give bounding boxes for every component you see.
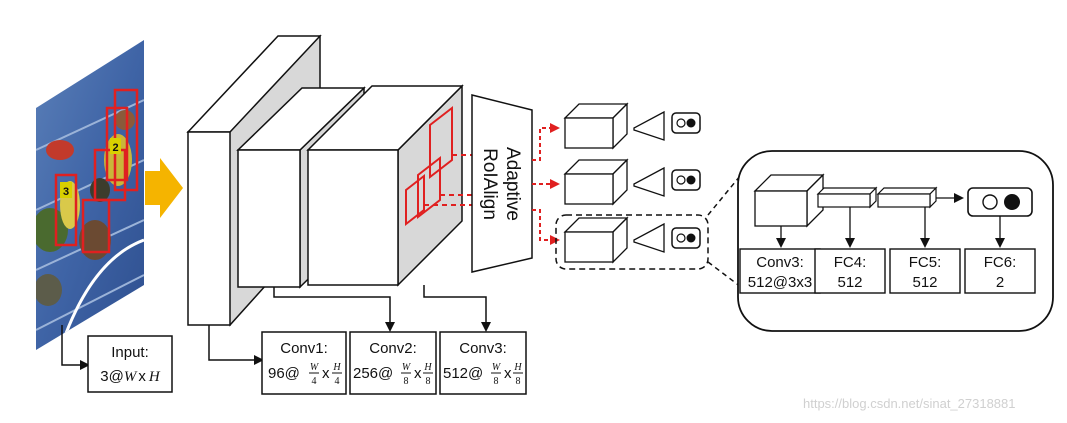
frac-den: 8 xyxy=(494,376,499,387)
roialign-block: Adaptive RoIAlign xyxy=(471,94,533,273)
forward-arrow xyxy=(145,158,183,218)
times: x xyxy=(504,365,512,382)
frac-num: W xyxy=(492,362,502,373)
detail-fc6-title: FC6: xyxy=(984,254,1017,271)
frac-num: H xyxy=(513,362,522,373)
bib-number: 3 xyxy=(63,186,69,198)
conv1-title: Conv1: xyxy=(280,340,328,357)
roi-dashed-lines xyxy=(424,154,474,206)
conv3-title: Conv3: xyxy=(459,340,507,357)
conv3-connector xyxy=(423,285,491,332)
conv2-connector xyxy=(273,287,395,332)
frac-num: H xyxy=(332,362,341,373)
frac-num: W xyxy=(310,362,320,373)
conv2-title: Conv2: xyxy=(369,340,417,357)
branch-arrows xyxy=(532,123,560,245)
input-title: Input: xyxy=(111,344,149,361)
detail-fc6-size: 2 xyxy=(996,274,1004,291)
frac-den: 8 xyxy=(516,376,521,387)
detail-conv3-size: 512@3x3 xyxy=(748,274,812,291)
conv2-label-box: Conv2: 256@ W 8 x H 8 xyxy=(349,331,437,395)
branch-1 xyxy=(563,102,701,150)
roialign-line1: Adaptive xyxy=(502,147,523,221)
frac-den: 4 xyxy=(335,376,340,387)
frac-den: 4 xyxy=(312,376,317,387)
conv2-channels: 256@ xyxy=(353,365,393,382)
roialign-line2: RoIAlign xyxy=(479,148,500,220)
frac-num: W xyxy=(402,362,412,373)
conv3-label-box: Conv3: 512@ W 8 x H 8 xyxy=(439,331,527,395)
detail-fc4-title: FC4: xyxy=(834,254,867,271)
detail-fc5-size: 512 xyxy=(912,274,937,291)
conv1-label-box: Conv1: 96@ W 4 x H 4 xyxy=(261,331,347,395)
conv1-connector xyxy=(208,325,264,365)
branch-2 xyxy=(563,158,701,206)
frac-num: H xyxy=(423,362,432,373)
candidate-box xyxy=(54,173,78,247)
times: x xyxy=(414,365,422,382)
detail-conv3-title: Conv3: xyxy=(756,254,804,271)
input-image: 3 2 xyxy=(36,40,144,350)
detail-panel: Conv3: 512@3x3 FC4: 512 FC5: 512 FC6: 2 xyxy=(737,150,1054,332)
branch-3 xyxy=(555,214,709,270)
times: x xyxy=(322,365,330,382)
frac-den: 8 xyxy=(426,376,431,387)
conv3-block xyxy=(306,84,464,287)
bib-number: 2 xyxy=(112,142,118,154)
conv1-channels: 96@ xyxy=(268,365,300,382)
watermark: https://blog.csdn.net/sinat_27318881 xyxy=(803,396,1016,411)
detail-fc5-title: FC5: xyxy=(909,254,942,271)
candidate-box xyxy=(105,106,129,182)
detail-fc4-size: 512 xyxy=(837,274,862,291)
frac-den: 8 xyxy=(404,376,409,387)
input-connector-arrow xyxy=(61,325,90,370)
conv3-channels: 512@ xyxy=(443,365,483,382)
roi-projections xyxy=(405,105,453,227)
